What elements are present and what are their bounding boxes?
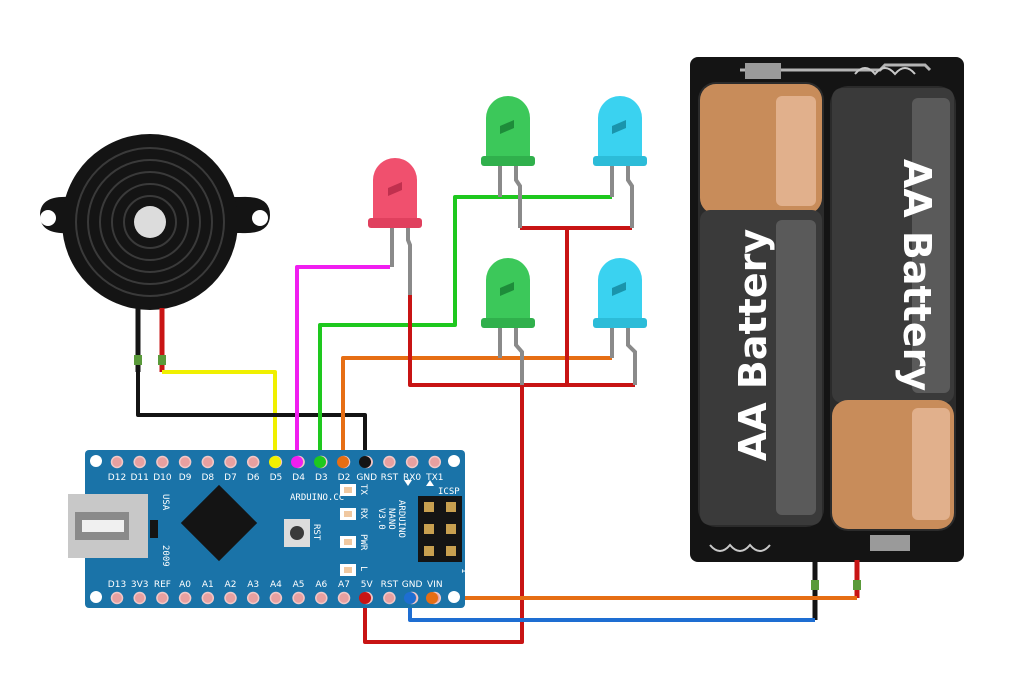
icsp-header — [418, 496, 462, 562]
bottom-pin-pad — [269, 591, 283, 605]
aa-cell-right: AA Battery — [830, 86, 956, 531]
bottom-pin-pad — [201, 591, 215, 605]
pin-connections — [269, 456, 438, 604]
bottom-pin-pad — [110, 591, 124, 605]
top-pin-pad — [178, 455, 192, 469]
bottom-pin-pad — [315, 591, 328, 605]
top-pin-pad — [246, 455, 260, 469]
bottom-pin-pad — [156, 591, 169, 605]
top-pin-label: RX0 — [403, 473, 421, 483]
bottom-pin-label: A3 — [247, 580, 259, 590]
bottom-pin-label: D13 — [108, 580, 126, 590]
bottom-pin-pad — [133, 591, 146, 605]
microcontroller-chip — [180, 484, 258, 562]
led-label-l: L — [358, 566, 368, 571]
led-label-pwr: PWR — [358, 534, 368, 551]
bottom-pin-label: A1 — [202, 580, 214, 590]
wire-black — [136, 372, 367, 460]
wire-red-rail-bottom — [408, 295, 635, 387]
bottom-pin-pad — [178, 591, 192, 605]
bottom-pin-label: A0 — [179, 580, 191, 590]
top-pin-label: D7 — [224, 473, 237, 483]
aa-cell-left: AA Battery — [698, 82, 824, 527]
top-pin-label: D12 — [108, 473, 126, 483]
board-usa-label: USA — [160, 494, 170, 511]
battery-label-right: AA Battery — [895, 159, 939, 391]
model-line-1: ARDUINO — [396, 500, 406, 538]
bottom-pin-pad — [292, 591, 305, 605]
led-green-bottom — [481, 258, 535, 385]
reset-button — [284, 519, 310, 547]
wire-magenta — [295, 265, 390, 460]
wire-blue-gnd — [408, 598, 815, 622]
bottom-pin-label: GND — [402, 580, 423, 590]
wire-green — [318, 195, 612, 460]
top-pin-pad — [383, 455, 396, 469]
top-pin-label: D2 — [338, 473, 351, 483]
board-year-label: 2009 — [160, 545, 170, 567]
reset-label: RST — [311, 524, 321, 541]
top-pin-pad — [156, 455, 169, 469]
model-line-3: V3.0 — [376, 508, 386, 530]
top-pin-label: RST — [381, 473, 399, 483]
bottom-pin-pad — [337, 591, 351, 605]
usb-connector — [68, 494, 148, 558]
bottom-pin-label: A6 — [315, 580, 327, 590]
bottom-pin-label: 3V3 — [131, 580, 149, 590]
top-pin-label: D11 — [131, 473, 149, 483]
top-pin-label: D9 — [179, 473, 192, 483]
bottom-pin-label: A7 — [338, 580, 350, 590]
piezo-buzzer — [40, 134, 270, 372]
bottom-pin-label: A2 — [225, 580, 237, 590]
led-green-top — [481, 96, 535, 228]
led-label-rx: RX — [358, 508, 368, 519]
top-pin-pad — [428, 455, 442, 469]
wire-red-5v — [363, 385, 524, 644]
wire-yellow — [162, 370, 277, 460]
icsp-label: ICSP — [438, 487, 460, 497]
led-red — [368, 158, 422, 295]
led-blue-top — [593, 96, 647, 228]
brand-label: ARDUINO.CC — [290, 493, 344, 503]
top-pin-label: GND — [356, 473, 377, 483]
top-pin-pad — [110, 455, 124, 469]
top-pin-label: D6 — [247, 473, 260, 483]
battery-label-left: AA Battery — [731, 229, 775, 461]
top-pin-pad — [201, 455, 215, 469]
top-pin-label: D4 — [292, 473, 305, 483]
top-pin-label: D10 — [153, 473, 172, 483]
wire-orange-d2 — [341, 356, 612, 460]
bottom-pin-label: REF — [154, 580, 171, 590]
status-leds — [340, 484, 356, 576]
model-line-2: NANO — [386, 508, 396, 530]
bottom-pin-label: 5V — [361, 580, 374, 590]
wires — [136, 195, 857, 644]
bottom-pin-label: A5 — [293, 580, 305, 590]
battery-holder: AA Battery AA Battery — [690, 57, 964, 620]
led-label-tx: TX — [358, 484, 368, 495]
bottom-pin-pad — [224, 591, 237, 605]
bottom-pin-label: RST — [381, 580, 399, 590]
top-pin-label: D8 — [201, 473, 214, 483]
top-pin-label: TX1 — [425, 473, 443, 483]
top-pin-pad — [224, 455, 237, 469]
top-pin-label: D5 — [270, 473, 283, 483]
top-pin-label: D3 — [315, 473, 328, 483]
bottom-pin-pad — [383, 591, 396, 605]
bottom-pin-pad — [246, 591, 260, 605]
icsp-pin-one: 1 — [459, 568, 469, 573]
bottom-pin-label: A4 — [270, 580, 282, 590]
arduino-nano: USA 2009 RST ARDUINO.CC TX RX PWR L ARDU… — [68, 450, 469, 608]
bottom-pin-label: VIN — [427, 580, 443, 590]
top-pin-pad — [133, 455, 146, 469]
top-pin-pad — [405, 455, 419, 469]
led-blue-bottom — [593, 258, 647, 385]
